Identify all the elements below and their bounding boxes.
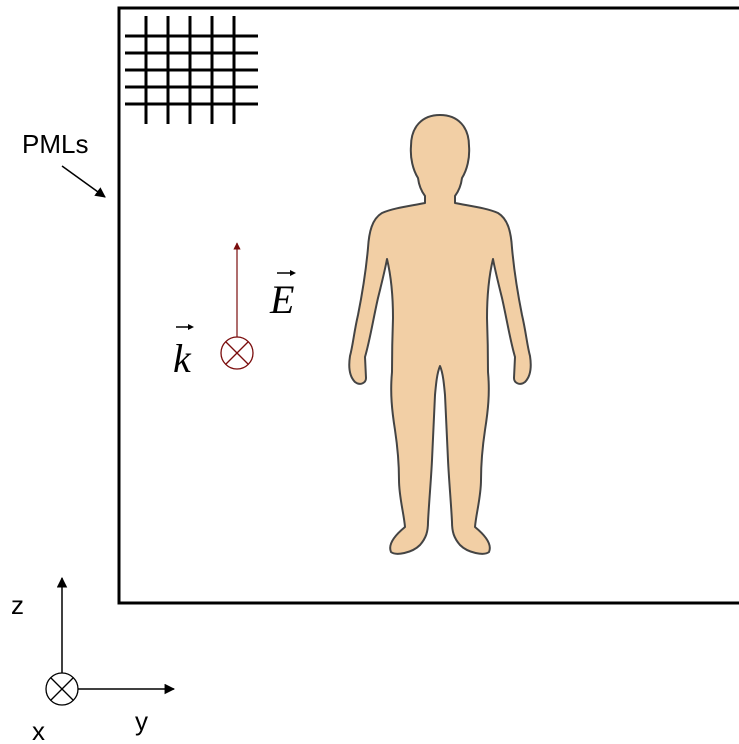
x-axis-into-page-icon bbox=[45, 672, 79, 706]
z-axis-label: z bbox=[11, 590, 24, 620]
wave-direction-into-page-icon bbox=[220, 336, 254, 370]
pml-pointer-arrow bbox=[61, 165, 106, 198]
wave-vector-label: k bbox=[173, 324, 194, 381]
simulation-domain-boundary bbox=[117, 6, 739, 605]
human-body-phantom bbox=[348, 114, 532, 555]
e-field-symbol: E bbox=[269, 277, 294, 322]
x-axis-label: x bbox=[32, 716, 45, 744]
e-field-label: E bbox=[269, 270, 296, 322]
k-vector-arrow-icon bbox=[176, 324, 194, 330]
pml-grid-icon bbox=[125, 16, 258, 124]
pml-label: PMLs bbox=[22, 129, 88, 159]
y-axis-label: y bbox=[135, 706, 148, 736]
wave-vector-symbol: k bbox=[173, 336, 192, 381]
e-vector-arrow-icon bbox=[277, 270, 296, 276]
